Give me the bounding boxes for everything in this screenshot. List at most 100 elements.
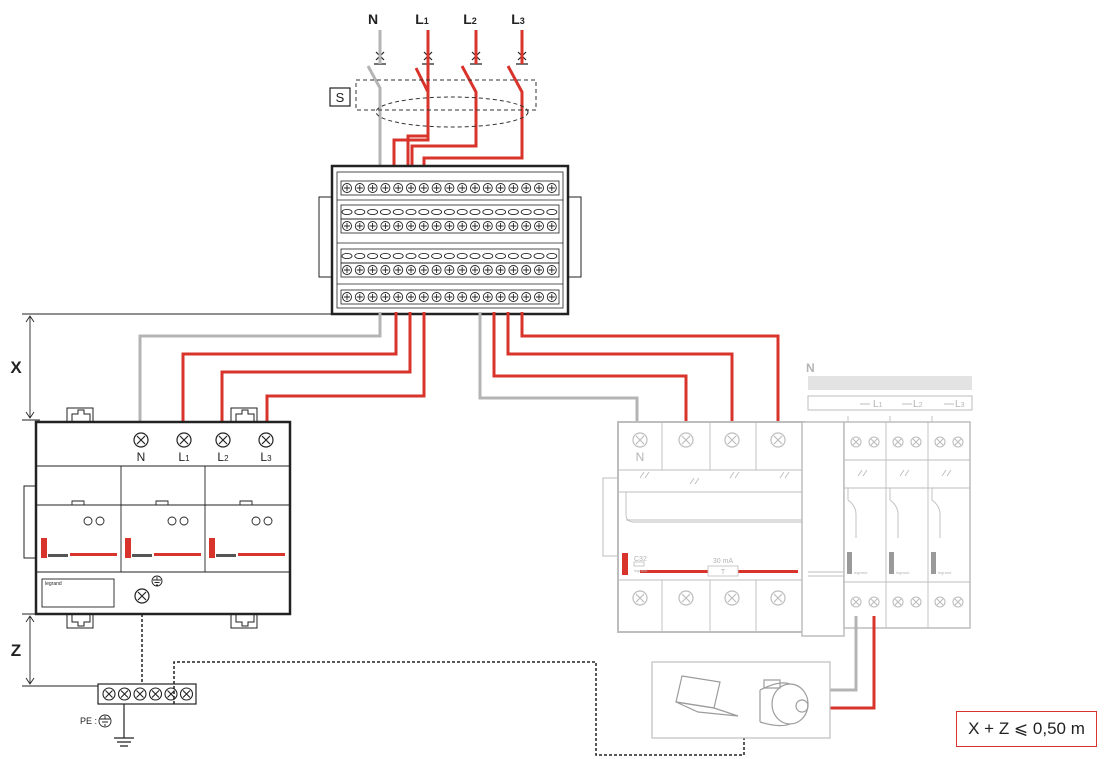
screw-slot: [523, 185, 530, 191]
dimension-x-label: X: [10, 358, 22, 377]
spd-terminal-n: N: [137, 450, 146, 464]
block-link-slot: [469, 252, 481, 260]
cable-screen-label: S: [336, 90, 345, 105]
label-l2: L2: [463, 11, 477, 27]
block-link-slot: [443, 208, 455, 216]
screw-slot: [395, 223, 402, 229]
screw-slot: [356, 294, 363, 300]
spd-brand-label: legrand: [45, 581, 62, 587]
earth-bar-screw-slot: [151, 690, 160, 698]
block-link-slot: [431, 252, 443, 260]
block-link-slot: [546, 252, 558, 260]
screw-slot: [382, 223, 389, 229]
screw-slot: [510, 223, 517, 229]
spd-terminals: [133, 432, 274, 604]
rcd-neutral-label: N: [636, 450, 645, 464]
rcd-indicator: [622, 553, 628, 575]
screw-slot: [369, 185, 376, 191]
cable-bundle-ellipse: [375, 96, 529, 128]
l3-incoming-wire: [422, 30, 524, 176]
screw-slot: [536, 223, 542, 229]
screw-slot: [382, 185, 389, 191]
label-n: N: [368, 11, 378, 27]
block-link-slot: [520, 252, 532, 260]
earth-bar-screw-slot: [182, 690, 191, 698]
screw-slot: [510, 267, 517, 273]
incoming-lines: N L1 L2 L3 S: [329, 11, 537, 176]
screw-slot: [433, 185, 440, 191]
isolator-symbols: [374, 51, 528, 65]
screw-slot: [446, 294, 453, 300]
spd-terminal-l3: L3: [260, 450, 272, 464]
distance-formula: X + Z ⩽ 0,50 m: [956, 711, 1097, 747]
pe-earth-symbol-icon: [98, 714, 112, 728]
screw-slot: [497, 185, 504, 191]
block-link-slot: [392, 252, 404, 260]
block-link-slot: [367, 208, 379, 216]
block-link-slot: [546, 208, 558, 216]
surge-protection-device: legrand N L1 L2 L3: [23, 407, 292, 629]
busbar-neutral-label: N: [806, 361, 815, 375]
screw-slot: [536, 185, 542, 191]
spd-terminal-l1: L1: [178, 450, 190, 464]
block-link-slot: [405, 208, 417, 216]
busbar-l3-label: L3: [955, 399, 965, 410]
screw-slot: [356, 185, 363, 191]
block-link-slot: [354, 208, 366, 216]
block-link-slot: [379, 252, 391, 260]
block-link-slot: [482, 252, 494, 260]
screw-slot: [484, 223, 491, 229]
block-link-slot: [354, 252, 366, 260]
screw-slot: [472, 223, 478, 229]
block-link-slot: [456, 208, 468, 216]
screw-slot: [523, 294, 530, 300]
screw-slot: [344, 185, 350, 191]
block-link-slot: [341, 252, 353, 260]
screw-slot: [548, 294, 555, 300]
screw-slot: [446, 185, 453, 191]
screw-slot: [497, 267, 504, 273]
label-l3: L3: [511, 11, 525, 27]
block-link-slot: [341, 208, 353, 216]
block-link-slot: [533, 252, 545, 260]
spd-feed-wires: [138, 312, 426, 426]
screw-slot: [446, 223, 453, 229]
block-link-slot: [443, 252, 455, 260]
screw-slot: [344, 267, 350, 273]
block-link-slot: [482, 208, 494, 216]
rcd-terminals: [632, 432, 786, 606]
block-link-slot: [392, 208, 404, 216]
busbar-l2-label: L2: [913, 399, 923, 410]
screw-slot: [395, 185, 402, 191]
spd-module-indicators: [41, 538, 285, 558]
screw-slot: [510, 294, 517, 300]
screw-slot: [484, 294, 491, 300]
screw-slot: [523, 223, 530, 229]
mcb-brand-3: legrand: [938, 570, 951, 575]
screw-slot: [420, 294, 427, 300]
screw-slot: [395, 294, 402, 300]
screw-slot: [459, 294, 466, 300]
earth-bar-screw-slot: [105, 690, 113, 698]
rcd-sensitivity: 30 mA: [713, 558, 734, 565]
spd-earth-symbol: [151, 575, 163, 587]
screw-slot: [408, 223, 414, 229]
screw-slot: [536, 267, 542, 273]
screw-slot: [395, 267, 402, 273]
screw-slot: [459, 267, 466, 273]
rcd-feed-wires: [478, 312, 780, 424]
block-screw-row: [341, 183, 558, 302]
laptop-icon: [675, 675, 739, 717]
residual-current-device: [602, 421, 805, 633]
screw-slot: [369, 223, 376, 229]
block-link-slot: [507, 208, 519, 216]
equipotential-link: [173, 661, 745, 756]
block-link-slot: [418, 208, 430, 216]
screw-slot: [484, 185, 491, 191]
screw-slot: [420, 267, 427, 273]
rcd-test-button[interactable]: [707, 565, 739, 577]
screw-slot: [497, 294, 504, 300]
busbar-l1-label: L1: [873, 399, 883, 410]
screw-slot: [484, 267, 491, 273]
screw-slot: [536, 294, 542, 300]
